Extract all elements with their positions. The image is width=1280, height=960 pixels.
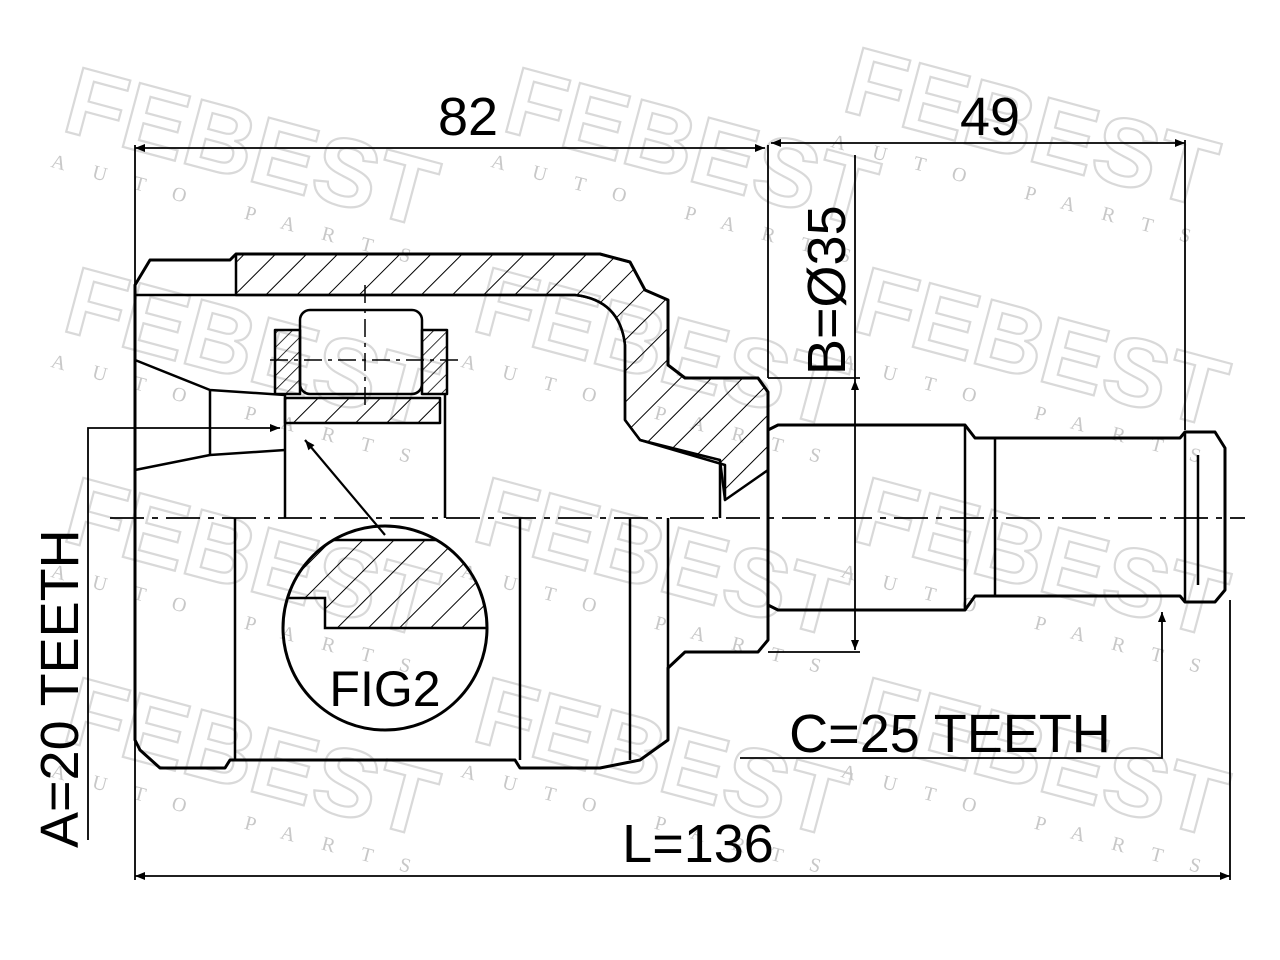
housing-section-hatch — [234, 252, 770, 502]
fig2-hatched-section — [283, 538, 487, 630]
leader-c-teeth — [740, 612, 1166, 759]
fig2-leader — [304, 439, 386, 536]
shaft-outline — [767, 423, 1227, 612]
dimensions — [87, 139, 1231, 880]
dim-diameter: B=Ø35 — [797, 205, 857, 375]
joint-body — [133, 252, 1227, 770]
dim-shaft-length: 49 — [960, 87, 1020, 147]
fig2-detail: FIG2 — [281, 439, 489, 732]
roller-end-left — [273, 328, 302, 396]
dim-hub-length: 82 — [438, 87, 498, 147]
dim-total-length: L=136 — [622, 814, 774, 874]
fig2-circle — [281, 524, 489, 732]
housing-cone — [134, 358, 286, 472]
dim-outer-teeth: C=25 TEETH — [789, 704, 1111, 764]
roller-end-right — [420, 328, 449, 396]
leader-a-teeth — [87, 424, 280, 840]
fig2-label: FIG2 — [329, 661, 440, 717]
dim-inner-teeth: A=20 TEETH — [30, 529, 90, 848]
roller-base — [283, 396, 442, 425]
